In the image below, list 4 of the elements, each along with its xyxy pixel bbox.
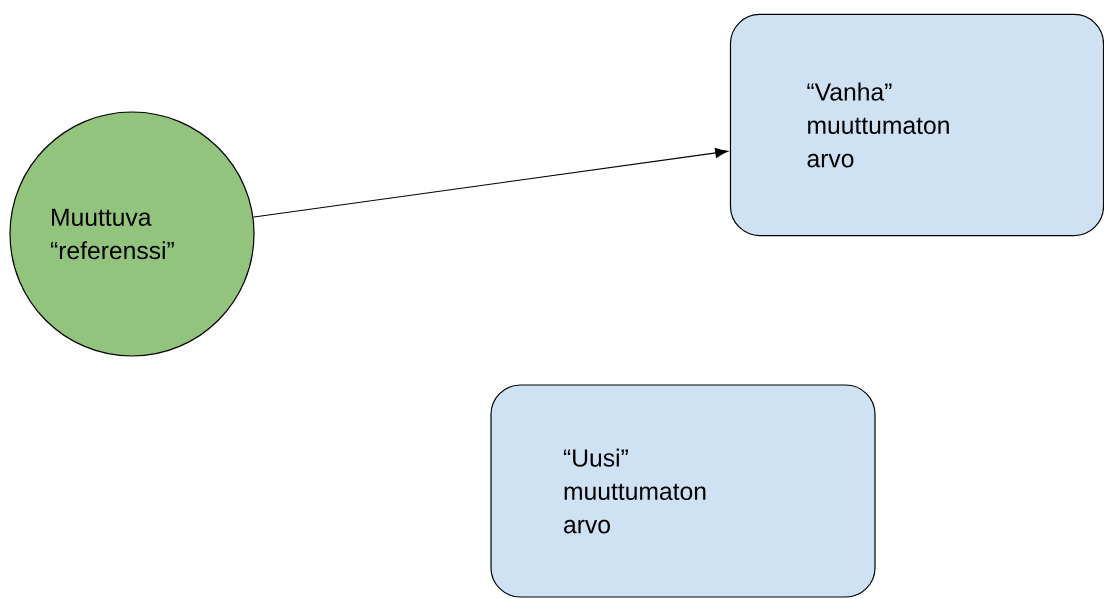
rounded-box: “Uusi” muuttumaton arvo [490, 384, 876, 598]
rounded-box: “Vanha” muuttumaton arvo [729, 13, 1104, 237]
arrow [252, 147, 729, 218]
circle-node: Muuttuva “referenssi” [9, 111, 255, 357]
